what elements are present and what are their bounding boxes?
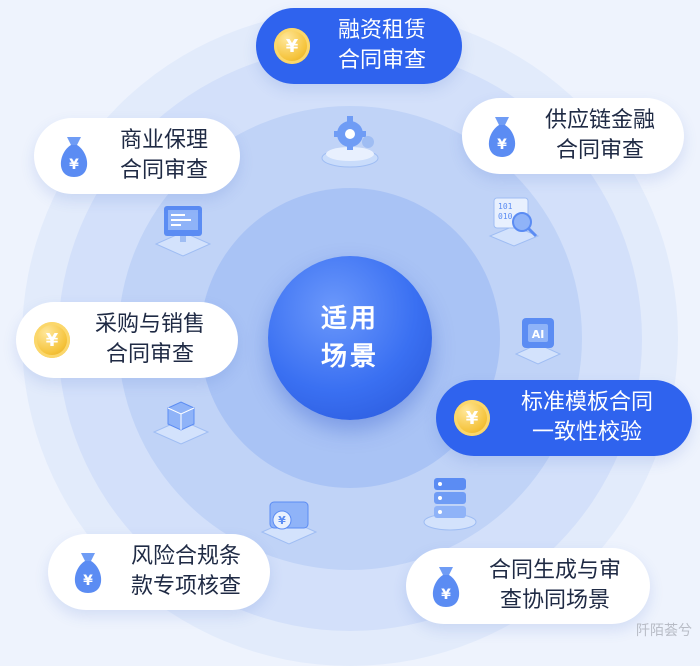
- monitor-code-icon: [154, 206, 212, 257]
- yen-coin-icon: ¥: [274, 28, 310, 64]
- center-line-2: 场景: [320, 342, 379, 372]
- scenario-label-line-1: 标准模板合同: [520, 390, 653, 415]
- yen-coin-icon: ¥: [34, 322, 70, 358]
- money-bag-icon: ¥: [60, 137, 88, 177]
- scenario-label-line-2: 合同审查: [119, 158, 208, 183]
- scenario-standard-template[interactable]: ¥ 标准模板合同 一致性校验: [436, 380, 692, 456]
- yen-coin-icon: ¥: [454, 400, 490, 436]
- scenario-label-line-1: 风险合规条: [130, 544, 241, 569]
- scenario-label-line-1: 合同生成与审: [488, 558, 621, 583]
- scenario-label-line-2: 查协同场景: [499, 588, 610, 613]
- scenario-commercial-factoring[interactable]: ¥ 商业保理 合同审查: [34, 118, 240, 194]
- scenario-label-line-1: 供应链金融: [544, 108, 655, 133]
- svg-text:010: 010: [498, 212, 513, 221]
- database-server-icon: [423, 478, 477, 531]
- scenario-label-line-2: 款专项核查: [130, 574, 241, 599]
- gear-shield-icon: [321, 116, 379, 168]
- wallet-coin-icon: ¥: [260, 501, 318, 545]
- scenario-label-line-2: 合同审查: [555, 138, 644, 163]
- svg-text:¥: ¥: [497, 137, 507, 153]
- ai-chip-label: AI: [532, 328, 545, 341]
- scenario-label-line-1: 融资租赁: [337, 18, 426, 43]
- svg-text:¥: ¥: [441, 587, 451, 603]
- scenario-risk-compliance[interactable]: ¥ 风险合规条 款专项核查: [48, 534, 270, 610]
- scenario-procurement-sales[interactable]: ¥ 采购与销售 合同审查: [16, 302, 238, 378]
- magnifier-data-icon: 101 010: [488, 197, 540, 247]
- scenario-label-line-2: 一致性校验: [531, 420, 642, 445]
- svg-text:¥: ¥: [69, 157, 79, 173]
- wallet-coin-symbol: ¥: [278, 514, 286, 527]
- scenario-finance-lease[interactable]: ¥ 融资租赁 合同审查: [256, 8, 462, 84]
- money-bag-icon: ¥: [488, 117, 516, 157]
- ai-chip-icon: AI: [514, 318, 562, 365]
- scenario-label-line-1: 商业保理: [119, 128, 208, 153]
- scenario-supply-chain-finance[interactable]: ¥ 供应链金融 合同审查: [462, 98, 684, 174]
- watermark: 阡陌荟兮: [636, 623, 692, 639]
- scenario-label-line-1: 采购与销售: [94, 312, 205, 337]
- svg-text:¥: ¥: [83, 573, 93, 589]
- cube-icon: [152, 401, 210, 445]
- center-line-1: 适用: [320, 304, 379, 334]
- scenario-label-line-2: 合同审查: [337, 48, 426, 73]
- scenario-generation-collab[interactable]: ¥ 合同生成与审 查协同场景: [406, 548, 650, 624]
- svg-text:101: 101: [498, 202, 513, 211]
- center-hub: 适用 场景: [268, 256, 432, 420]
- money-bag-icon: ¥: [74, 553, 102, 593]
- money-bag-icon: ¥: [432, 567, 460, 607]
- scenario-label-line-2: 合同审查: [105, 342, 194, 367]
